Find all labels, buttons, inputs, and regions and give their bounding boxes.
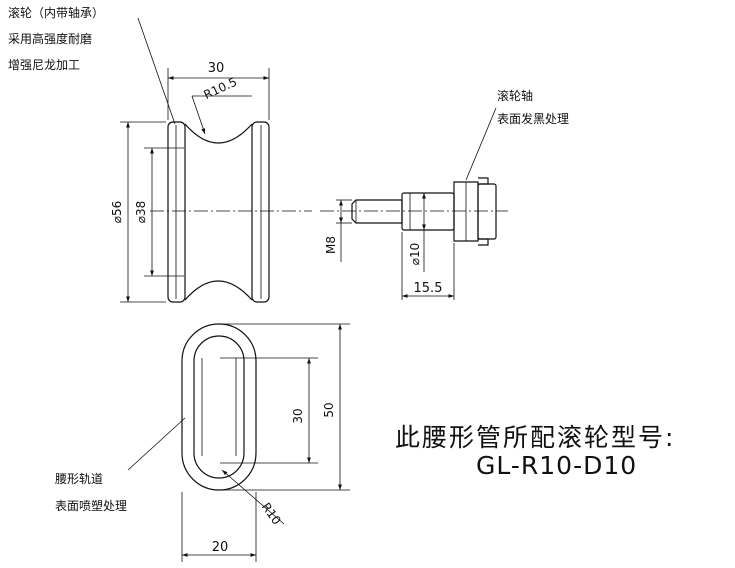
- axle-head: [453, 181, 479, 242]
- caption-title: 此腰形管所配滚轮型号:: [395, 423, 676, 452]
- dim-track-inner-height: 30: [291, 408, 305, 423]
- roller-right-flange: [251, 121, 270, 303]
- caption-model: GL-R10-D10: [476, 451, 638, 480]
- roller-note-material: 采用高强度耐磨: [8, 32, 93, 46]
- roller-note-process: 增强尼龙加工: [8, 58, 81, 72]
- dim-axle-thread: M8: [324, 236, 338, 254]
- axle-view: [351, 177, 497, 246]
- dim-track-outer-height: 50: [322, 402, 336, 417]
- axle-thread: [351, 199, 403, 224]
- track-note-finish: 表面喷塑处理: [55, 499, 128, 513]
- dim-track-end-radius: R10: [259, 500, 284, 527]
- track-dimensions: [127, 323, 350, 562]
- dim-roller-groove-radius: R10.5: [201, 75, 239, 103]
- axle-note-finish: 表面发黑处理: [497, 112, 570, 126]
- roller-groove-bottom: [184, 280, 253, 301]
- roller-groove-top: [184, 123, 253, 144]
- track-inner: [193, 335, 245, 479]
- track-outer: [181, 323, 257, 491]
- axle-dimensions: [336, 107, 497, 300]
- dim-track-width: 20: [212, 540, 229, 555]
- track-view: [181, 323, 257, 491]
- axle-note-title: 滚轮轴: [497, 89, 534, 103]
- track-note-title: 腰形轨道: [55, 472, 104, 486]
- dim-roller-width: 30: [208, 61, 225, 76]
- roller-note-title: 滚轮（内带轴承）: [8, 6, 105, 20]
- dim-roller-inner-dia: ⌀38: [134, 201, 148, 224]
- dim-roller-outer-dia: ⌀56: [110, 201, 124, 224]
- dim-axle-dia: ⌀10: [408, 243, 422, 266]
- roller-left-flange: [167, 121, 186, 303]
- dim-axle-length: 15.5: [414, 281, 443, 296]
- roller-note-leader: [137, 17, 176, 125]
- roller-dimensions: [120, 68, 270, 303]
- roller-view: [167, 121, 270, 303]
